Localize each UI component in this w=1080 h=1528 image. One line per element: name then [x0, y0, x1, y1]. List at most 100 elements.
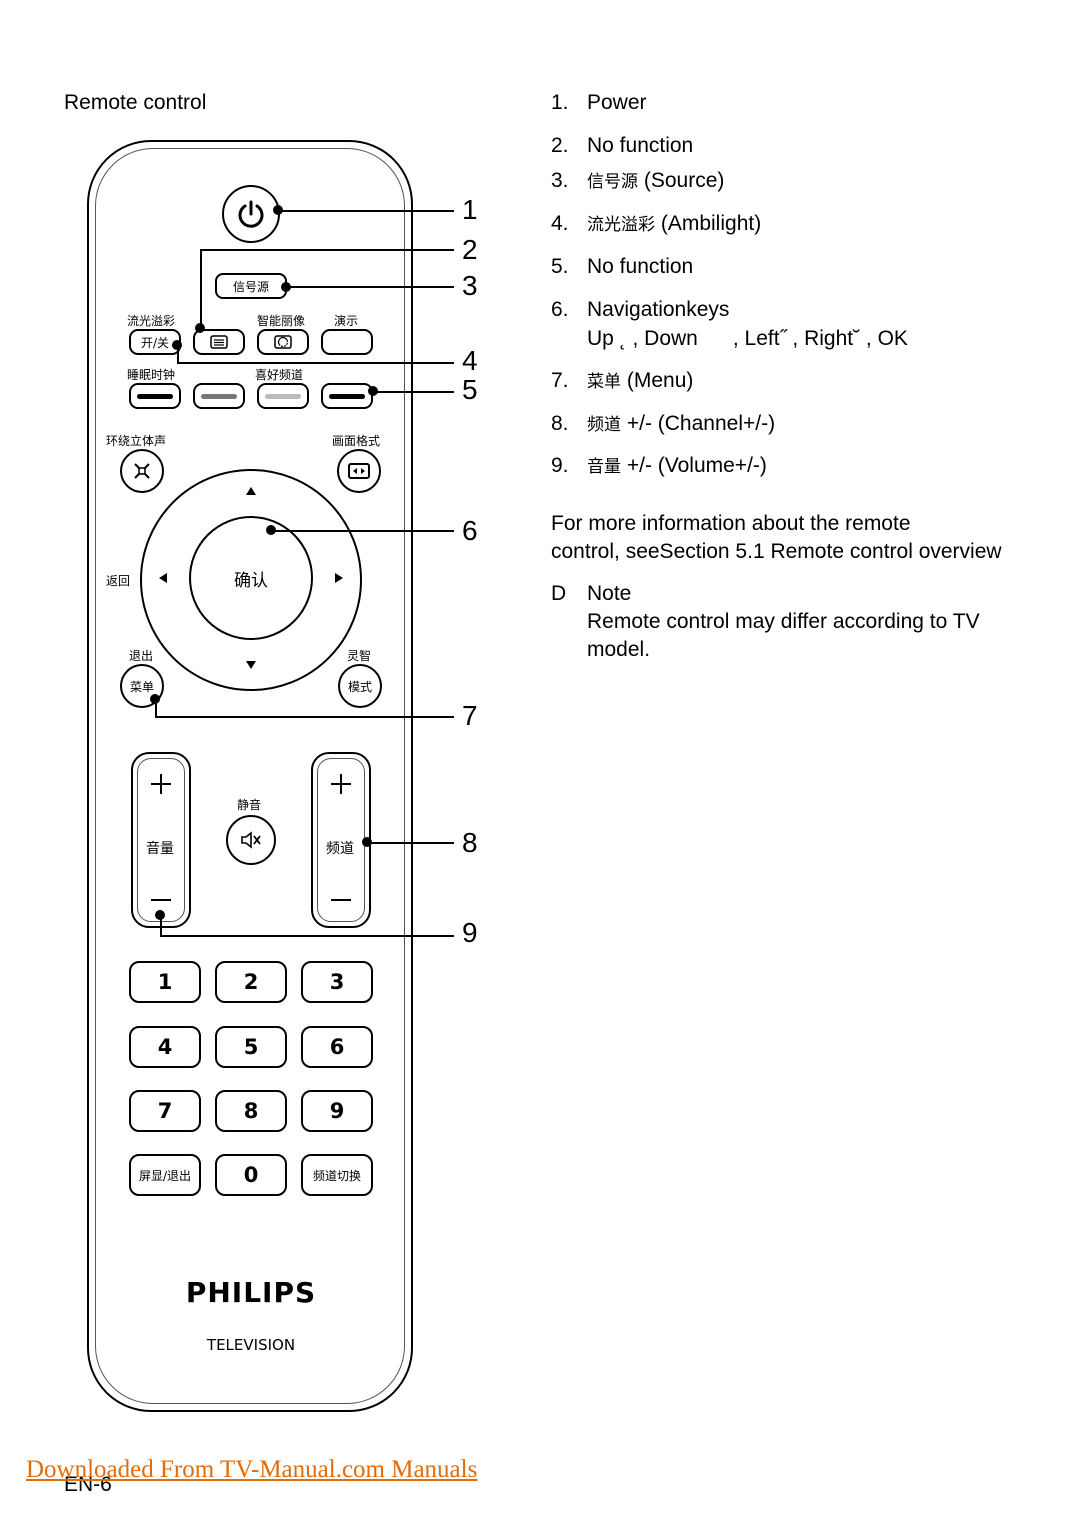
power-button[interactable]	[222, 185, 280, 243]
callout-3: 3	[462, 270, 478, 301]
surround-icon	[134, 463, 150, 479]
list-text: No function	[587, 134, 694, 157]
digit-1-button[interactable]: 1	[129, 961, 201, 1003]
list-text: +/- (Channel+/-)	[626, 412, 776, 435]
volume-label: 音量	[146, 841, 174, 857]
list-num: 9.	[551, 454, 569, 477]
color-key-3-bar	[265, 393, 301, 399]
channel-minus-icon[interactable]	[331, 899, 351, 901]
digit-2-label: 2	[243, 970, 259, 994]
back-label: 返回	[106, 574, 131, 588]
list-item-9: 9. 音量 +/- (Volume+/-)	[551, 455, 767, 476]
footer-download-link[interactable]: Downloaded From TV-Manual.com Manuals	[26, 1456, 478, 1483]
surround-button[interactable]	[120, 449, 164, 493]
demo-button[interactable]	[321, 329, 373, 355]
list-item-5: 5.No function	[551, 256, 693, 277]
page-title: Remote control	[64, 91, 207, 114]
demo-label: 演示	[334, 314, 359, 328]
volume-rocker[interactable]: 音量	[131, 752, 191, 928]
nav-right-arrow-icon[interactable]	[335, 573, 343, 583]
mode-button[interactable]: 模式	[338, 664, 382, 708]
picture-icon	[274, 335, 292, 349]
format-icon	[348, 463, 370, 479]
note-line-1: Remote control may differ according to T…	[587, 610, 980, 633]
list-cn: 音量	[587, 457, 621, 477]
info-line-1: For more information about the remote	[551, 512, 911, 535]
smart-picture-button[interactable]	[257, 329, 309, 355]
callout-line-8	[367, 842, 454, 844]
list-text: Navigationkeys	[587, 298, 730, 321]
format-label: 画面格式	[332, 434, 381, 448]
callout-line-1	[278, 210, 454, 212]
digit-7-button[interactable]: 7	[129, 1090, 201, 1132]
callout-9: 9	[462, 917, 478, 948]
list-item-3: 3.信号源 (Source)	[551, 170, 724, 191]
list-num: 1.	[551, 91, 569, 114]
list-item-8: 8.频道 +/- (Channel+/-)	[551, 413, 775, 434]
callout-7: 7	[462, 700, 478, 731]
digit-5-button[interactable]: 5	[215, 1026, 287, 1068]
digit-9-button[interactable]: 9	[301, 1090, 373, 1132]
channel-label: 频道	[326, 841, 354, 857]
teletext-button[interactable]	[193, 329, 245, 355]
callout-4: 4	[462, 345, 478, 376]
ok-button[interactable]: 确认	[189, 516, 313, 640]
note-marker: D	[551, 582, 567, 605]
callout-line-4-v	[177, 345, 179, 362]
onoff-label: 开/关	[140, 335, 170, 350]
nav-down-arrow-icon[interactable]	[246, 661, 256, 669]
volume-plus-icon[interactable]	[151, 774, 171, 794]
mute-button[interactable]	[226, 815, 276, 865]
digit-0-label: 0	[243, 1163, 259, 1187]
smart-picture-label: 智能丽像	[257, 314, 306, 328]
nav-left-arrow-icon[interactable]	[159, 573, 167, 583]
volume-minus-icon[interactable]	[151, 899, 171, 901]
list-num: 8.	[551, 412, 569, 435]
menu-button[interactable]: 菜单	[120, 664, 164, 708]
list-text: +/- (Volume+/-)	[626, 454, 767, 477]
list-text: No function	[587, 255, 694, 278]
digit-3-button[interactable]: 3	[301, 961, 373, 1003]
color-key-3[interactable]	[257, 383, 309, 409]
digit-6-label: 6	[329, 1035, 345, 1059]
remote-body	[87, 140, 413, 1412]
callout-2: 2	[462, 234, 478, 265]
ambilight-label: 流光溢彩	[127, 314, 176, 328]
digit-6-button[interactable]: 6	[301, 1026, 373, 1068]
exit-label: 退出	[129, 649, 154, 663]
list-num: 6.	[551, 298, 569, 321]
digit-4-button[interactable]: 4	[129, 1026, 201, 1068]
nav-up-arrow-icon[interactable]	[246, 487, 256, 495]
callout-line-2-h	[201, 249, 454, 251]
callout-line-9-v	[160, 915, 162, 935]
color-key-1[interactable]	[129, 383, 181, 409]
list-num: 2.	[551, 134, 569, 157]
digit-0-button[interactable]: 0	[215, 1154, 287, 1196]
source-button[interactable]: 信号源	[215, 273, 287, 299]
format-button[interactable]	[337, 449, 381, 493]
callout-line-7-v	[155, 699, 157, 716]
info-line-2: control, seeSection 5.1 Remote control o…	[551, 540, 1002, 563]
nav-keys-line: Up ˛ , Down , Left˝ , Right˘ , OK	[587, 327, 908, 350]
callout-dot-2	[195, 323, 205, 333]
digit-2-button[interactable]: 2	[215, 961, 287, 1003]
color-key-2-bar	[201, 393, 237, 399]
power-icon	[238, 200, 264, 228]
menu-label: 菜单	[129, 679, 154, 694]
digit-8-button[interactable]: 8	[215, 1090, 287, 1132]
swap-button[interactable]: 频道切换	[301, 1154, 373, 1196]
page-number: EN-6	[64, 1473, 112, 1496]
color-key-2[interactable]	[193, 383, 245, 409]
callout-line-3	[286, 286, 454, 288]
note-line-2: model.	[587, 638, 651, 661]
digit-9-label: 9	[329, 1099, 345, 1123]
channel-plus-icon[interactable]	[331, 774, 351, 794]
teletext-icon	[210, 335, 228, 349]
digit-4-label: 4	[157, 1035, 173, 1059]
digit-8-label: 8	[243, 1099, 259, 1123]
osd-button[interactable]: 屏显/退出	[129, 1154, 201, 1196]
color-key-4-bar	[329, 393, 365, 399]
subbrand-text: TELEVISION	[206, 1336, 296, 1354]
color-key-4[interactable]	[321, 383, 373, 409]
list-text: (Ambilight)	[660, 212, 762, 235]
